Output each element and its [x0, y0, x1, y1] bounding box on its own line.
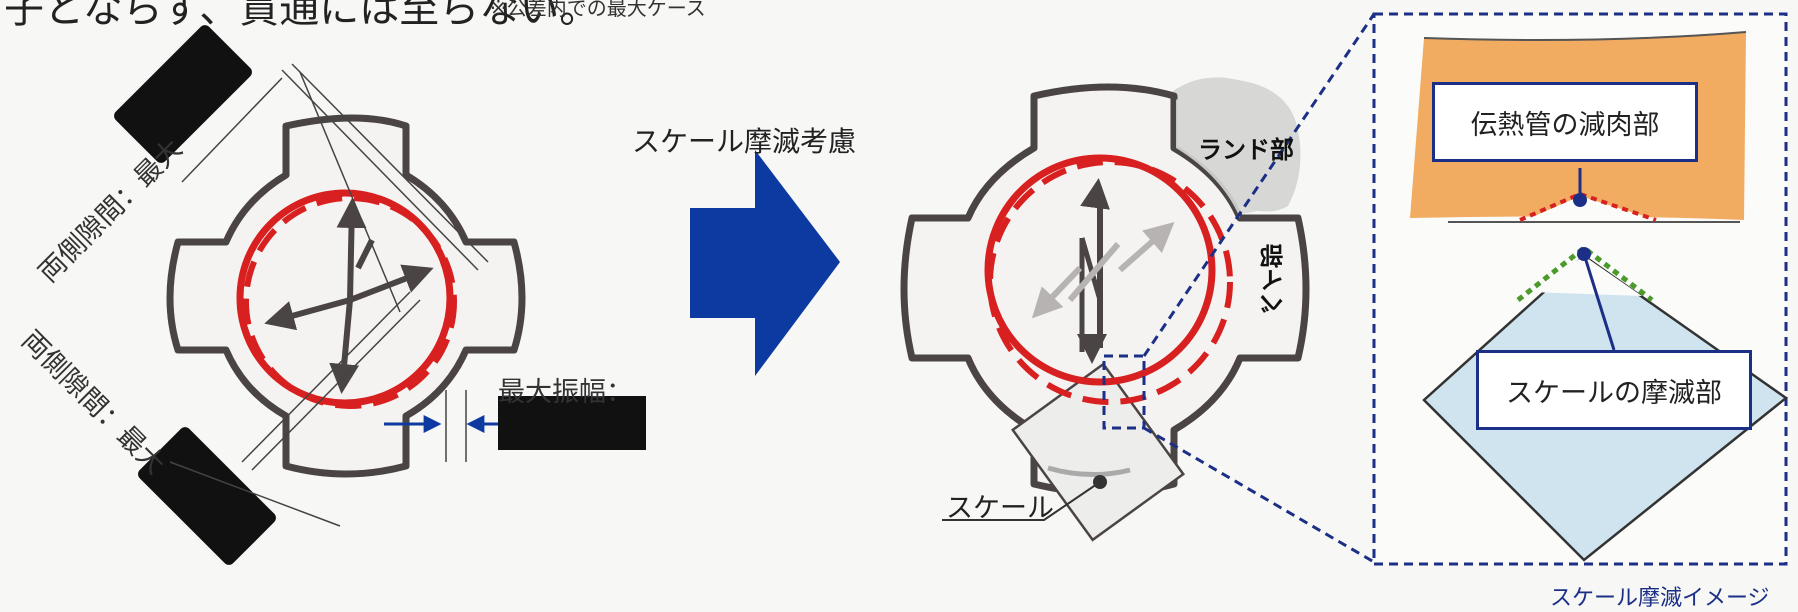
scale-wear-arc — [1047, 465, 1131, 477]
scale-block — [1010, 362, 1186, 542]
top-cut-text: 子とならず、貫通には至らない。 — [4, 0, 600, 32]
inset-caption: スケール摩滅イメージ — [1550, 586, 1770, 611]
broached-hole-left — [166, 114, 526, 478]
scale-wear-label: スケールの摩滅部 — [1476, 350, 1752, 430]
land-label: ランド部 — [1198, 136, 1294, 164]
bay-label: ベイ部 — [1260, 244, 1288, 316]
tube-outline-dashed-right — [987, 159, 1233, 405]
middle-figure — [900, 77, 1310, 542]
redaction-block-amplitude — [498, 396, 646, 450]
zoom-square — [1102, 354, 1146, 430]
tube-wear-notch — [1530, 196, 1650, 218]
tube-outline-dashed — [243, 195, 457, 409]
arrow-label: スケール摩滅考慮 — [632, 125, 857, 158]
top-cut-note: ※公差内での最大ケース — [490, 0, 706, 20]
left-figure — [114, 25, 646, 565]
zoom-connectors — [1142, 13, 1376, 564]
land-overlay — [1176, 85, 1294, 218]
progress-arrow — [690, 150, 840, 376]
scale-leader — [942, 481, 1101, 521]
vibration-arrows — [264, 198, 434, 394]
dimension-lines — [169, 63, 489, 527]
broached-hole-right — [900, 83, 1310, 497]
tube-wall-top-edge — [1423, 31, 1747, 41]
max-amplitude-label: 最大振幅： — [498, 377, 633, 408]
vibration-arrows-right-gray — [1031, 222, 1175, 319]
scale-label: スケール — [946, 493, 1054, 524]
scale-wear-cap — [1530, 256, 1642, 296]
redaction-block-top — [114, 25, 252, 163]
redaction-block-bottom — [138, 427, 276, 565]
scale-wear-leader — [1582, 253, 1616, 351]
tube-wear-label: 伝熱管の減肉部 — [1432, 82, 1698, 162]
